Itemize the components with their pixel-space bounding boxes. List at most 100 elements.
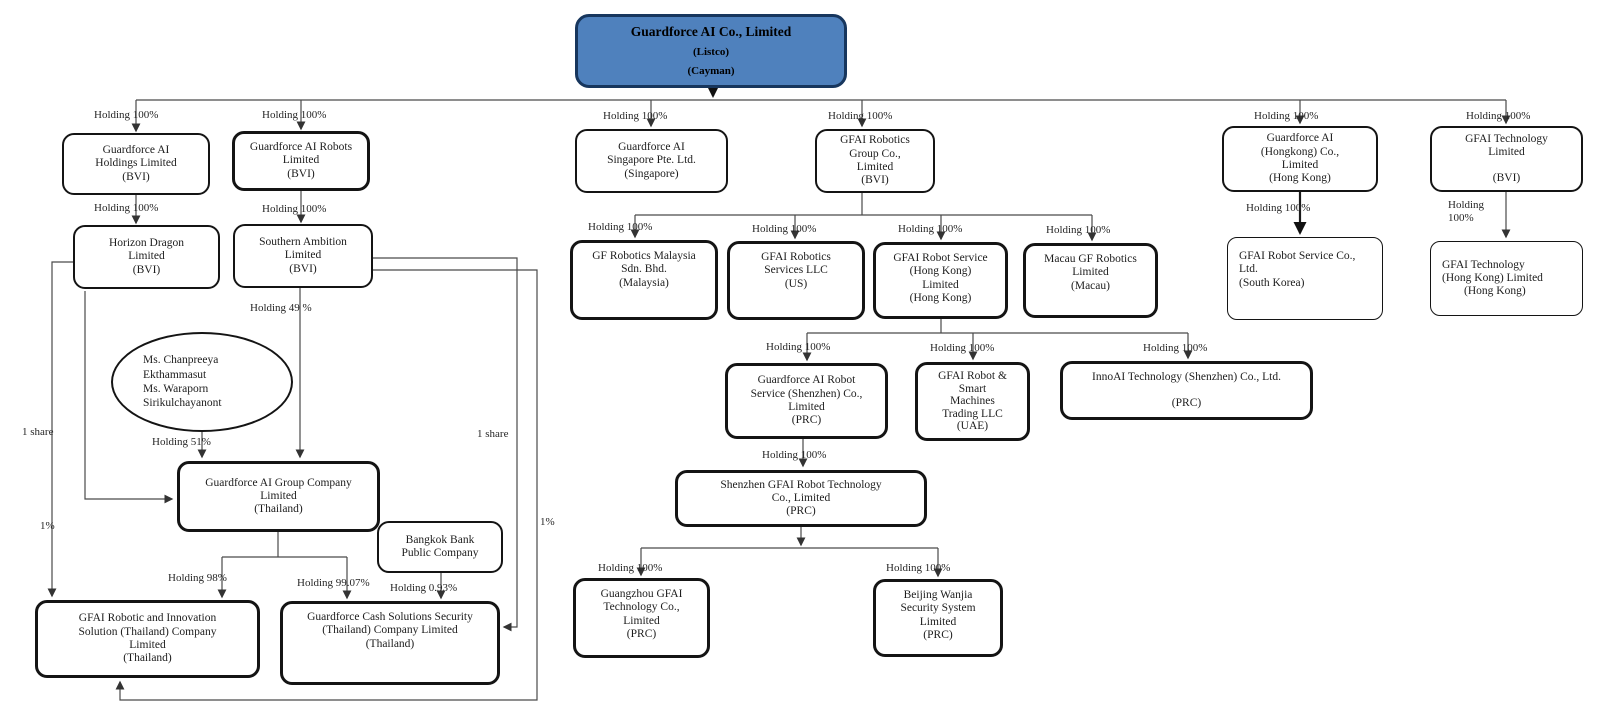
edge-label-holding-100: Holding 100% [262,109,327,121]
node-text-line: Limited [788,401,825,413]
node-gf-robotics-malaysia: GF Robotics Malaysia Sdn. Bhd. (Malaysia… [570,240,718,320]
node-text-line: InnoAI Technology (Shenzhen) Co., Ltd. [1091,371,1281,384]
node-text-line: (UAE) [956,420,989,433]
node-bangkok-bank: Bangkok Bank Public Company [377,521,503,573]
edge-label-holding-98: Holding 98% [168,572,227,584]
edge-label-holding-100: Holding 100% [94,202,159,214]
node-text-line: Horizon Dragon [108,237,185,249]
edge-label-holding-100: Holding 100% [1046,224,1111,236]
node-text-line: Guardforce AI Co., Limited [630,24,792,40]
node-text-line: (PRC) [786,505,816,518]
node-text-line: Smart [958,382,987,395]
edge-label-holding-49: Holding 49 % [250,302,312,314]
edge-label-holding: Holding [1448,199,1485,211]
node-text-line: (Cayman) [687,64,735,77]
node-text-line: (BVI) [287,167,315,180]
node-guardforce-ai-holdings: Guardforce AI Holdings Limited (BVI) [62,133,210,195]
node-text-line: Services LLC [764,264,828,277]
node-text-line: Security System [900,602,976,615]
node-text-line: Guardforce Cash Solutions Security [307,611,473,623]
node-text-line: GFAI Robot & [938,369,1007,382]
node-text-line: Machines [950,395,995,408]
node-text-line: Sdn. Bhd. [621,263,667,276]
node-gfai-technology-hk: GFAI Technology (Hong Kong) Limited (Hon… [1430,241,1583,316]
node-text-line: (Singapore) [624,167,679,180]
node-text-line: Guardforce AI [618,141,685,153]
node-text-line: (PRC) [791,414,822,427]
node-macau-gf-robotics: Macau GF Robotics Limited (Macau) [1023,243,1158,318]
node-text-line: Guardforce AI [1266,132,1334,145]
node-gfai-robotic-innovation-thailand: GFAI Robotic and Innovation Solution (Th… [35,600,260,678]
edge-label-holding-100: Holding 100% [886,562,951,574]
edge-label-holding-100: Holding 100% [1246,202,1311,214]
node-text-line: (Malaysia) [619,276,669,289]
node-text-line: Guardforce AI Robots [249,141,353,153]
node-text-line: GFAI Robot Service Co., [1239,250,1356,262]
edge-label-100-pct: 100% [1448,212,1474,224]
node-text-line: Limited [128,250,165,263]
node-text-line: (US) [784,277,808,290]
node-text-line: Technology Co., [603,601,680,614]
node-text-line: Limited [284,249,322,262]
node-text-line: (Hong Kong) [1464,285,1526,298]
node-text-line: (Thailand) [123,652,172,665]
edge-label-holding-100: Holding 100% [828,110,893,122]
node-text-line: GFAI Technology [1465,133,1548,145]
edge-label-holding-100: Holding 100% [752,223,817,235]
node-text-line: Group Co., [849,147,901,160]
node-text-line: Trading LLC [942,407,1003,420]
node-gfai-robotics-group: GFAI Robotics Group Co., Limited (BVI) [815,129,935,193]
node-text-line: GFAI Robotics [840,134,910,147]
node-guardforce-cash-solutions-thailand: Guardforce Cash Solutions Security (Thai… [280,601,500,685]
edge-label-holding-100: Holding 100% [1254,110,1319,122]
node-text-line: Limited [1488,146,1525,159]
edge-label-holding-51: Holding 51% [152,436,211,448]
node-text-line: (Thailand) [365,637,415,650]
node-text-line: Holdings Limited [95,157,177,170]
edge-label-holding-100: Holding 100% [898,223,963,235]
node-guardforce-ai-hongkong: Guardforce AI (Hongkong) Co., Limited (H… [1222,126,1378,192]
edge-label-holding-100: Holding 100% [930,342,995,354]
node-gfai-robotics-services-us: GFAI Robotics Services LLC (US) [727,241,865,320]
node-guardforce-ai-robot-service-shenzhen: Guardforce AI Robot Service (Shenzhen) C… [725,363,888,439]
node-shenzhen-gfai-robot-technology: Shenzhen GFAI Robot Technology Co., Limi… [675,470,927,527]
node-owners-ellipse: Ms. Chanpreeya Ekthammasut Ms. Waraporn … [111,332,293,432]
node-text-line: (PRC) [626,627,657,640]
node-text-line: (BVI) [132,263,161,276]
node-text-line: Ms. Chanpreeya [143,354,219,367]
node-gfai-robot-service-hk: GFAI Robot Service (Hong Kong) Limited (… [873,242,1008,319]
node-gfai-robot-smart-machines-uae: GFAI Robot & Smart Machines Trading LLC … [915,362,1030,441]
node-text-line: Limited [922,278,959,291]
edge-label-one-percent: 1% [40,520,55,532]
node-text-line: Sirikulchayanont [143,397,222,410]
edge-label-holding-100: Holding 100% [262,203,327,215]
node-southern-ambition: Southern Ambition Limited (BVI) [233,224,373,288]
node-text-line: Southern Ambition [259,236,347,248]
edge-label-holding-99-07: Holding 99.07% [297,577,370,589]
edge-label-holding-0-93: Holding 0.93% [390,582,458,594]
node-text-line: Public Company [401,547,479,559]
node-text-line: Limited [260,489,297,502]
node-text-line: (Listco) [692,46,730,59]
node-text-line: (Hongkong) Co., [1260,145,1340,158]
edge-label-holding-100: Holding 100% [762,449,827,461]
node-text-line: Beijing Wanjia [903,589,973,601]
node-text-line: Limited [1072,266,1109,279]
node-text-line: Limited [623,614,660,627]
node-gfai-technology-bvi: GFAI Technology Limited (BVI) [1430,126,1583,192]
node-text-line: (PRC) [1171,396,1202,409]
node-text-line: Bangkok Bank [405,533,475,546]
node-text-line: Limited [856,161,894,173]
edge-label-holding-100: Holding 100% [588,221,653,233]
node-guardforce-ai-singapore: Guardforce AI Singapore Pte. Ltd. (Singa… [575,129,728,193]
node-text-line: (Thailand) Company Limited [322,624,458,637]
edge-label-one-share: 1 share [477,428,509,440]
node-text-line: Guangzhou GFAI [600,588,683,600]
node-text-line: GFAI Technology [1442,258,1525,271]
node-text-line: Solution (Thailand) Company [78,625,217,638]
node-text-line: Limited [919,615,957,628]
node-text-line: GF Robotics Malaysia [592,250,696,262]
node-text-line: (PRC) [923,628,953,641]
